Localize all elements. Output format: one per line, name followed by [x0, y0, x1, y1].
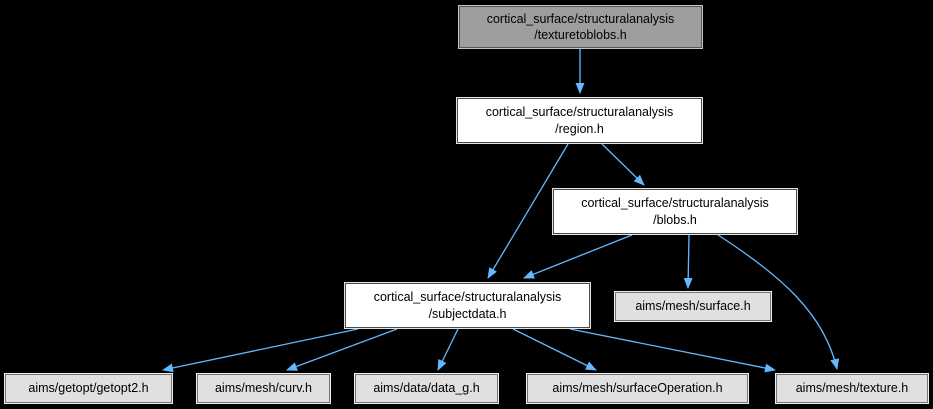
edge-subjectdata-to-curv [286, 328, 398, 371]
node-curv-h: aims/mesh/curv.h [197, 374, 330, 403]
node-blobs-h[interactable]: cortical_surface/structuralanalysis /blo… [553, 189, 797, 234]
node-data_g-h: aims/data/data_g.h [355, 374, 498, 403]
edge-subjectdata-to-surfaceOperation [512, 328, 597, 371]
edge-blobs-to-texture [717, 234, 840, 370]
edge-blobs-to-subjectdata [523, 234, 633, 279]
edge-subjectdata-to-data_g [437, 328, 459, 371]
edge-subjectdata-to-texture [569, 328, 776, 373]
node-texture-h: aims/mesh/texture.h [776, 374, 928, 403]
edge-region-to-subjectdata [487, 143, 569, 279]
node-texturetoblobs-h: cortical_surface/structuralanalysis /tex… [459, 6, 702, 48]
edge-blobs-to-surface [683, 234, 693, 289]
node-surfaceOperation-h: aims/mesh/surfaceOperation.h [527, 374, 748, 403]
edge-region-to-blobs [601, 143, 645, 186]
edge-subjectdata-to-getopt2 [162, 328, 359, 373]
node-subjectdata-h[interactable]: cortical_surface/structuralanalysis /sub… [345, 283, 590, 328]
node-surface-h: aims/mesh/surface.h [615, 292, 771, 321]
node-getopt2-h: aims/getopt/getopt2.h [5, 374, 172, 403]
node-region-h[interactable]: cortical_surface/structuralanalysis /reg… [457, 98, 702, 143]
